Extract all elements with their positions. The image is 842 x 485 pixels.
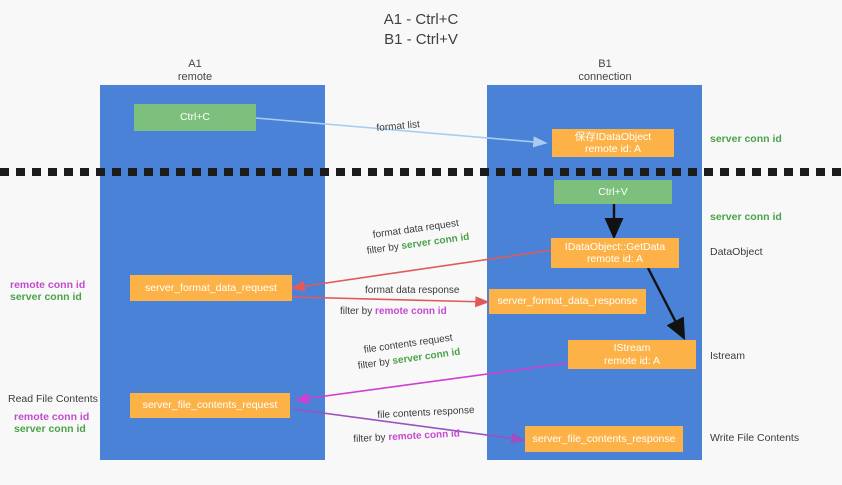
right-label-server-conn-id-mid: server conn id <box>710 211 782 223</box>
flow-label-file-contents-response-filter: filter by remote conn id <box>353 427 460 446</box>
box-server-format-data-request[interactable]: server_format_data_request <box>130 275 292 301</box>
left-label-remote-conn-id-1: remote conn id <box>10 279 86 291</box>
column-header-b1: B1 connection <box>540 58 670 84</box>
column-b1-name: B1 <box>598 58 612 70</box>
right-label-istream: Istream <box>710 350 746 362</box>
box-server-file-contents-response[interactable]: server_file_contents_response <box>525 426 683 452</box>
column-a1-sub: remote <box>177 71 213 83</box>
right-label-dataobject: DataObject <box>710 246 763 258</box>
filter-prefix: filter by <box>357 356 394 372</box>
flow-label-format-data-response-filter: filter by remote conn id <box>340 305 447 318</box>
box-istream[interactable]: IStream remote id: A <box>568 340 696 369</box>
column-b1-sub: connection <box>578 71 632 83</box>
column-a1-name: A1 <box>188 58 202 70</box>
box-ctrl-c[interactable]: Ctrl+C <box>134 104 256 131</box>
right-label-write-file-contents: Write File Contents <box>710 432 800 444</box>
page-title: A1 - Ctrl+C B1 - Ctrl+V <box>383 11 459 48</box>
flow-label-format-list: format list <box>376 119 421 134</box>
filter-prefix: filter by <box>353 432 389 445</box>
left-label-server-conn-id-1: server conn id <box>10 291 82 303</box>
column-header-a1: A1 remote <box>130 58 260 84</box>
phase-divider <box>0 168 842 176</box>
left-label-server-conn-id-2: server conn id <box>14 423 86 435</box>
flow-label-format-data-response: format data response <box>365 285 460 296</box>
filter-prefix: filter by <box>340 306 376 317</box>
filter-value-remote-conn-id: remote conn id <box>388 428 461 444</box>
flow-label-file-contents-response: file contents response <box>377 404 475 421</box>
left-label-read-file-contents: Read File Contents <box>8 393 98 405</box>
right-label-server-conn-id-top: server conn id <box>710 133 782 145</box>
filter-prefix: filter by <box>366 241 403 257</box>
box-save-idataobject[interactable]: 保存IDataObject remote id: A <box>552 129 674 157</box>
left-label-remote-conn-id-2: remote conn id <box>14 411 90 423</box>
box-server-file-contents-request[interactable]: server_file_contents_request <box>130 393 290 418</box>
box-server-format-data-response[interactable]: server_format_data_response <box>489 289 646 314</box>
box-idataobject-getdata[interactable]: IDataObject::GetData remote id: A <box>551 238 679 268</box>
filter-value-remote-conn-id: remote conn id <box>375 306 447 317</box>
box-ctrl-v[interactable]: Ctrl+V <box>554 180 672 204</box>
